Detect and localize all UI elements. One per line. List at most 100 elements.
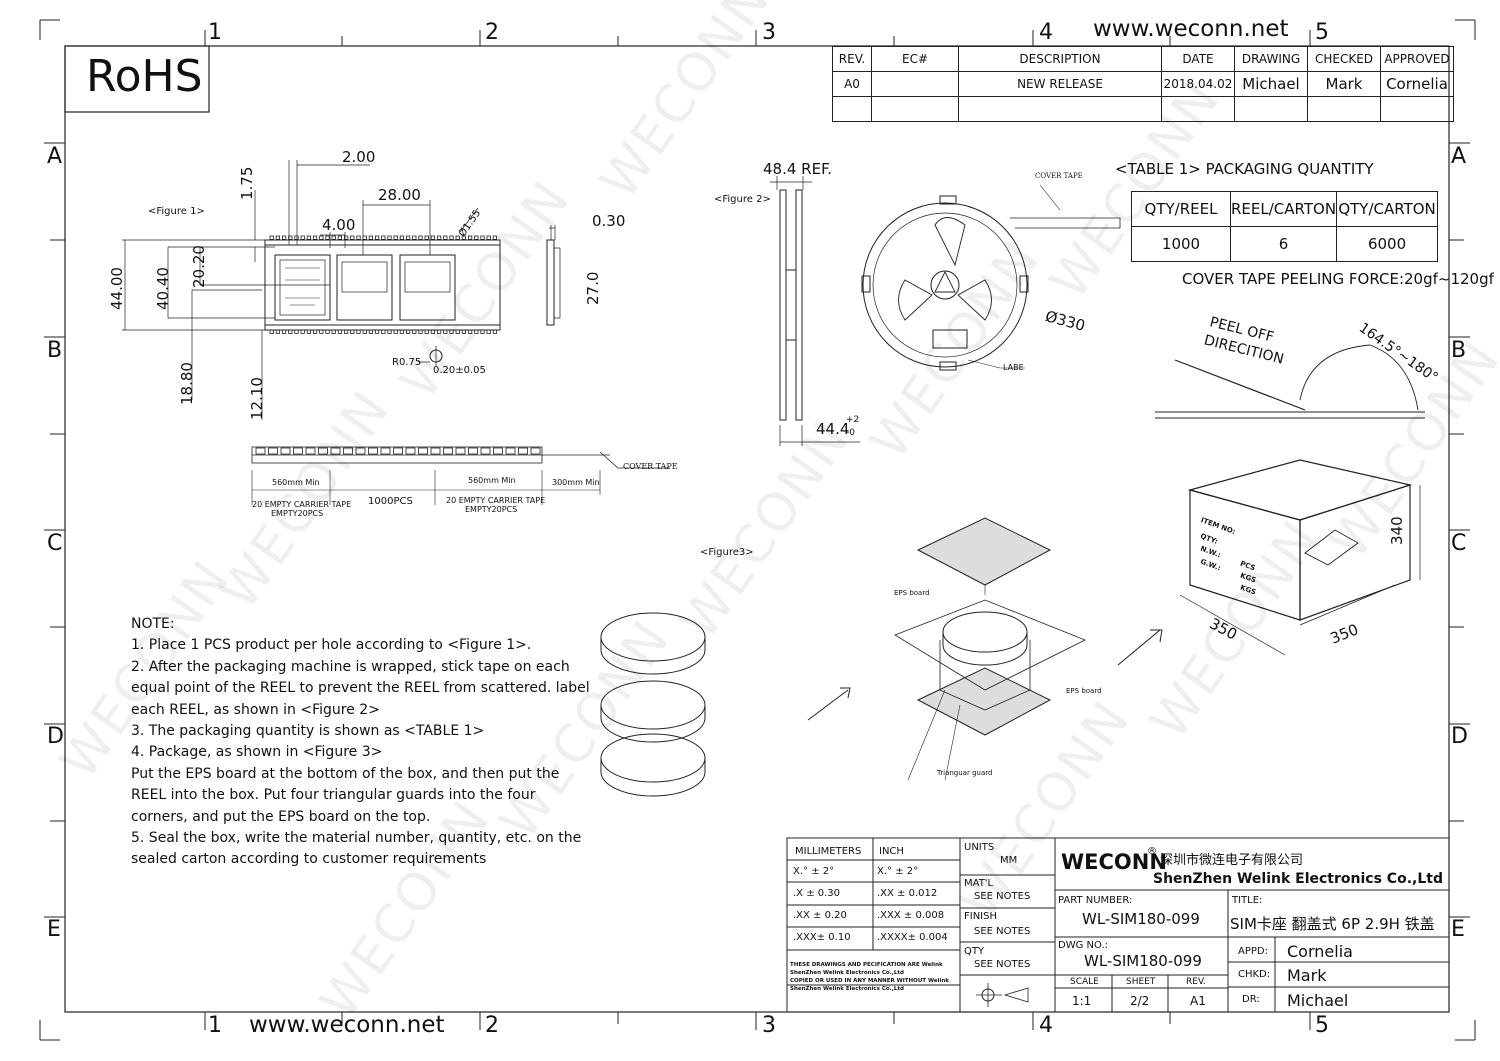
revision-empty-row [832, 96, 1454, 122]
tol-mm-row: .XXX± 0.10 [793, 932, 851, 943]
sheet-value: 2/2 [1130, 994, 1150, 1008]
peel-diagram [1155, 344, 1425, 419]
dim-18-80: 18.80 [178, 362, 196, 405]
row-marker: A [1451, 144, 1467, 169]
title-value: SIM卡座 翻盖式 6P 2.9H 铁盖 [1230, 915, 1435, 933]
packaging-table: QTY/REEL REEL/CARTON QTY/CARTON 1000 6 6… [1131, 191, 1439, 262]
part-number-value: WL-SIM180-099 [1082, 910, 1200, 928]
triangular-guard: Trianguar guard [937, 769, 993, 777]
dim-27-0: 27.0 [584, 271, 602, 305]
eps-board-top: EPS board [894, 589, 930, 597]
dim-44-4: 44.4 [816, 420, 850, 438]
carton-height: 340 [1388, 516, 1406, 545]
note-line: 1. Place 1 PCS product per hole accordin… [131, 637, 532, 654]
scale-value: 1:1 [1072, 994, 1092, 1008]
row-marker: E [1451, 917, 1465, 942]
dim-tol-minus: -0 [846, 428, 855, 438]
dim-r0-75: R0.75 [392, 357, 422, 368]
row-marker: E [47, 917, 61, 942]
tol-inch-row: .XX ± 0.012 [877, 888, 938, 899]
strip-seg1-desc: 20 EMPTY CARRIER TAPE [252, 500, 352, 509]
col-marker: 5 [1315, 20, 1329, 45]
figure2-reel-side [770, 176, 860, 446]
col-marker: 3 [762, 1013, 776, 1038]
qty-value: SEE NOTES [974, 959, 1031, 970]
row-marker: C [47, 531, 63, 556]
checked-header: CHECKED [1307, 46, 1381, 72]
revision-header-row: REV. EC# DESCRIPTION DATE DRAWING CHECKE… [832, 46, 1454, 72]
strip-seg1-len: 560mm Min [272, 478, 320, 487]
strip-seg1-desc2: EMPTY20PCS [271, 509, 324, 518]
row-marker: D [47, 724, 64, 749]
drawing-header: DRAWING [1234, 46, 1308, 72]
dim-48-4-ref: 48.4 REF. [763, 160, 833, 178]
packaging-value-row: 1000 6 6000 [1131, 226, 1439, 262]
dim-12-10: 12.10 [248, 377, 266, 420]
units-label: UNITS [964, 842, 995, 853]
qty-label: QTY [964, 946, 985, 957]
dim-4-00: 4.00 [322, 216, 356, 234]
description-header: DESCRIPTION [958, 46, 1162, 72]
tol-mm-row: X.° ± 2° [793, 866, 835, 877]
appd-label: APPD: [1238, 946, 1268, 957]
registered-mark: ® [1147, 846, 1157, 857]
eps-board-bottom: EPS board [1066, 687, 1102, 695]
finish-value: SEE NOTES [974, 926, 1031, 937]
note-line: sealed carton according to customer requ… [131, 851, 487, 868]
note-line: 2. After the packaging machine is wrappe… [131, 658, 570, 675]
figure2-reel-front [861, 184, 1121, 371]
ec-value [871, 71, 959, 97]
dwg-no-value: WL-SIM180-099 [1084, 952, 1202, 970]
col-marker: 1 [208, 20, 222, 45]
reel-labe: LABE [1003, 363, 1024, 372]
chkd-value: Mark [1287, 966, 1327, 985]
disclaimer-line: ShenZhen Welink Electronics Co.,Ltd [790, 970, 904, 976]
tol-inch-row: X.° ± 2° [877, 866, 919, 877]
website-top: www.weconn.net [1093, 16, 1289, 42]
reel-carton-header: REEL/CARTON [1229, 191, 1338, 227]
chkd-label: CHKD: [1238, 969, 1271, 980]
col-marker: 2 [485, 20, 499, 45]
rev-block-value: A1 [1190, 994, 1206, 1008]
figure1-label: <Figure 1> [148, 206, 205, 217]
sprocket-holes [269, 235, 498, 334]
strip-cover-tape: COVER TAPE [623, 462, 678, 471]
disclaimer-line: ShenZhen Welink Electronics Co.,Ltd [790, 986, 904, 992]
date-header: DATE [1161, 46, 1235, 72]
dr-value: Michael [1287, 991, 1349, 1010]
qty-carton-value: 6000 [1336, 226, 1439, 262]
packaging-header-row: QTY/REEL REEL/CARTON QTY/CARTON [1131, 191, 1439, 227]
units-value: MM [1000, 855, 1018, 866]
reel-cover-tape: COVER TAPE [1035, 172, 1083, 180]
row-marker: A [47, 144, 63, 169]
qty-reel-value: 1000 [1131, 226, 1231, 262]
figure1-carrier-tape [122, 160, 561, 420]
dim-0-30: 0.30 [592, 212, 626, 230]
rohs-box [64, 45, 210, 113]
dwg-no-label: DWG NO.: [1058, 940, 1109, 951]
company-name-en: ShenZhen Welink Electronics Co.,Ltd [1153, 871, 1443, 887]
tol-mm-row: .X ± 0.30 [793, 888, 841, 899]
note-line: 5. Seal the box, write the material numb… [131, 830, 582, 847]
sheet-label: SHEET [1126, 977, 1156, 987]
qty-carton-header: QTY/CARTON [1336, 191, 1439, 227]
matl-label: MAT'L [964, 878, 994, 889]
weconn-logo: WECONN [1061, 850, 1167, 874]
approved-header: APPROVED [1380, 46, 1454, 72]
dim-1-75: 1.75 [238, 166, 256, 200]
tol-inch-header: INCH [879, 846, 904, 857]
note-line: 4. Package, as shown in <Figure 3> [131, 744, 383, 761]
company-name-cn: 深圳市微连电子有限公司 [1160, 853, 1304, 868]
ec-header: EC# [871, 46, 959, 72]
main-border [64, 45, 1450, 1013]
row-marker: B [47, 338, 63, 363]
appd-value: Cornelia [1287, 942, 1353, 961]
notes-title: NOTE: [131, 616, 175, 632]
tol-mm-row: .XX ± 0.20 [793, 910, 847, 921]
figure2-label: <Figure 2> [714, 194, 771, 205]
strip-seg3-desc: 20 EMPTY CARRIER TAPE [446, 496, 546, 505]
approved-value: Cornelia [1380, 71, 1454, 97]
dim-44-00: 44.00 [108, 267, 126, 310]
dim-2-00: 2.00 [342, 148, 376, 166]
